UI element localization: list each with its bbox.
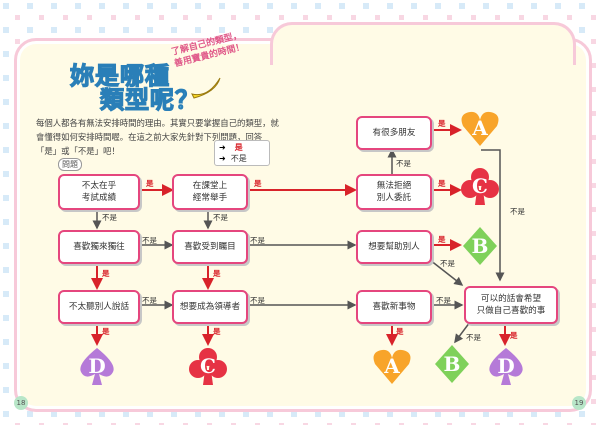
result-heart-icon: A bbox=[460, 108, 500, 148]
edge-label-no: 不是 bbox=[510, 207, 525, 216]
result-label: B bbox=[443, 352, 461, 376]
question-node-9: 想要成為領導者 bbox=[172, 290, 248, 324]
result-label: B bbox=[471, 234, 489, 258]
result-label: C bbox=[200, 354, 216, 378]
edge-label-yes: 是 bbox=[438, 235, 446, 244]
legend-no: 不是 bbox=[230, 154, 247, 163]
edge-label-no: 不是 bbox=[102, 213, 117, 222]
result-label: D bbox=[497, 354, 515, 378]
result-label: A bbox=[472, 116, 488, 140]
edge-label-yes: 是 bbox=[438, 119, 446, 128]
question-node-11: 可以的話會希望只做自己喜歡的事 bbox=[464, 286, 558, 324]
result-diamond-icon: B bbox=[460, 226, 500, 266]
result-heart-icon: A bbox=[372, 346, 412, 386]
edge-label-yes: 是 bbox=[213, 269, 221, 278]
question-label: 問題 bbox=[58, 158, 82, 171]
page-number-left: 18 bbox=[14, 396, 28, 410]
result-label: A bbox=[384, 354, 400, 378]
edge-label-no: 不是 bbox=[250, 296, 265, 305]
edge-label-yes: 是 bbox=[396, 327, 404, 336]
edge-label-no: 不是 bbox=[396, 159, 411, 168]
edge-label-no: 不是 bbox=[436, 296, 451, 305]
question-node-5: 喜歡獨來獨往 bbox=[58, 230, 140, 264]
legend-arrow-icon: ➜ bbox=[219, 154, 226, 163]
question-node-2: 在課堂上經常舉手 bbox=[172, 174, 248, 210]
page-title-line2: 類型呢？ bbox=[99, 85, 200, 114]
edge-label-no: 不是 bbox=[142, 296, 157, 305]
question-node-4: 有很多朋友 bbox=[356, 116, 432, 150]
legend-yes: 是 bbox=[234, 143, 243, 152]
content-panel-tab bbox=[270, 22, 576, 65]
edge-label-yes: 是 bbox=[213, 327, 221, 336]
edge-label-no: 不是 bbox=[466, 333, 481, 342]
page-number-right: 19 bbox=[572, 396, 586, 410]
banana-icon bbox=[191, 77, 221, 99]
edge-label-yes: 是 bbox=[146, 179, 154, 188]
result-diamond-icon: B bbox=[432, 344, 472, 384]
result-club-icon: C bbox=[460, 166, 500, 206]
result-label: C bbox=[472, 174, 488, 198]
content-panel bbox=[14, 38, 592, 412]
edge-label-yes: 是 bbox=[438, 179, 446, 188]
edge-label-yes: 是 bbox=[102, 269, 110, 278]
question-node-10: 喜歡新事物 bbox=[356, 290, 432, 324]
edge-label-no: 不是 bbox=[440, 259, 455, 268]
edge-label-yes: 是 bbox=[102, 327, 110, 336]
edge-label-no: 不是 bbox=[142, 236, 157, 245]
result-club-icon: C bbox=[188, 346, 228, 386]
edge-label-no: 不是 bbox=[250, 236, 265, 245]
question-node-1: 不太在乎考試成績 bbox=[58, 174, 140, 210]
question-node-3: 無法拒絕別人委託 bbox=[356, 174, 432, 210]
legend: ➜ 是 ➜ 不是 bbox=[214, 140, 270, 166]
edge-label-no: 不是 bbox=[213, 213, 228, 222]
question-node-7: 想要幫助別人 bbox=[356, 230, 432, 264]
result-label: D bbox=[88, 354, 106, 378]
question-node-8: 不太聽別人說話 bbox=[58, 290, 140, 324]
result-spade-icon: D bbox=[486, 346, 526, 386]
result-spade-icon: D bbox=[77, 346, 117, 386]
edge-label-yes: 是 bbox=[510, 331, 518, 340]
edge-label-yes: 是 bbox=[254, 179, 262, 188]
question-node-6: 喜歡受到矚目 bbox=[172, 230, 248, 264]
page-title-line1: 妳是哪種 bbox=[69, 61, 170, 90]
intro-text: 每個人都各有無法安排時間的理由。其實只要掌握自己的類型，就會懂得如何安排時間喔。… bbox=[36, 118, 279, 156]
legend-arrow-icon: ➜ bbox=[219, 143, 226, 152]
